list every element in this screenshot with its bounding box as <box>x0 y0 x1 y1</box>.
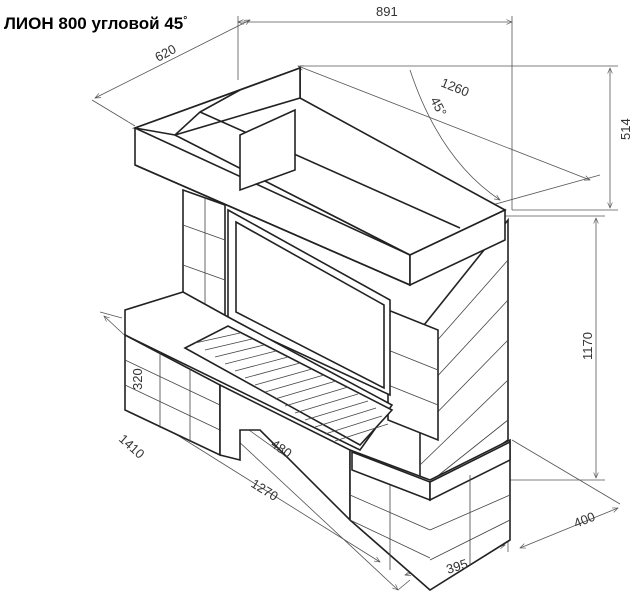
dim-depth: 620 <box>152 41 178 64</box>
dim-diagonal: 1260 <box>439 75 471 100</box>
dim-plinth-height: 320 <box>130 368 145 390</box>
dim-top-width: 891 <box>376 4 398 19</box>
dim-side-depth: 400 <box>572 509 598 531</box>
dim-angle: 45° <box>427 94 449 118</box>
dim-total-height: 1170 <box>580 332 595 360</box>
dim-inner-width: 1270 <box>248 476 280 504</box>
fireplace-body <box>124 66 511 591</box>
dim-side-width: 395 <box>444 556 469 577</box>
grate-bars <box>194 332 389 442</box>
dim-top-height: 514 <box>618 118 633 140</box>
dim-total-width: 1410 <box>116 431 148 461</box>
